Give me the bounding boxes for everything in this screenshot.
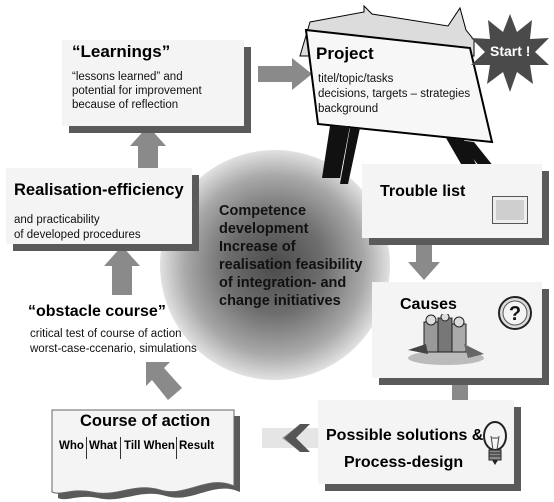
svg-text:?: ? <box>509 303 521 325</box>
project-line-3: background <box>318 103 379 115</box>
center-line-4: realisation feasibility <box>219 257 363 273</box>
course-col-who: Who <box>59 440 84 452</box>
trouble-list-title: Trouble list <box>380 183 466 200</box>
cycle-arrow-icon <box>284 424 310 452</box>
course-title: Course of action <box>80 412 211 430</box>
obstacle-line-2: worst-case-ccenario, simulations <box>30 343 197 355</box>
realisation-line-2: of developed procedures <box>14 229 141 241</box>
learnings-line-3: because of reflection <box>72 99 179 111</box>
realisation-line-1: and practicability <box>14 214 100 226</box>
solutions-box <box>318 400 514 484</box>
causes-title: Causes <box>400 296 457 313</box>
learnings-box <box>62 40 244 126</box>
question-mark-icon: ? <box>498 296 532 330</box>
learnings-line-2: potential for improvement <box>72 85 202 97</box>
learnings-line-1: “lessons learned” and <box>72 71 183 83</box>
starburst-icon <box>471 14 549 92</box>
solutions-line-1: Possible solutions & <box>326 427 484 444</box>
lightbulb-icon <box>483 421 507 465</box>
project-line-2: decisions, targets – strategies <box>318 88 471 100</box>
cycle-arrow-icon <box>258 58 312 90</box>
realisation-box <box>6 168 192 244</box>
obstacle-title: “obstacle course” <box>28 303 166 320</box>
learnings-title: “Learnings” <box>72 42 171 61</box>
course-col-what: What <box>89 440 118 452</box>
cycle-arrow-icon <box>146 362 182 400</box>
center-line-5: of integration- and <box>219 275 347 291</box>
realisation-title: Realisation-efficiency <box>14 181 184 199</box>
people-cluster-icon <box>408 314 484 365</box>
center-line-2: development <box>219 221 309 237</box>
project-line-1: titel/topic/tasks <box>318 73 394 85</box>
project-title: Project <box>316 44 374 63</box>
course-col-divider <box>120 437 121 459</box>
list-box-icon <box>492 196 528 224</box>
obstacle-line-1: critical test of course of action <box>30 328 182 340</box>
center-line-6: change initiatives <box>219 293 341 309</box>
solutions-line-2: Process-design <box>344 454 464 471</box>
center-line-1: Competence <box>219 203 307 219</box>
center-shadow <box>160 150 390 380</box>
cycle-arrow-icon <box>104 246 140 295</box>
cycle-arrow-icon <box>408 242 440 280</box>
course-col-till-when: Till When <box>124 440 175 452</box>
course-col-result: Result <box>179 440 215 452</box>
cycle-arrow-icon <box>130 126 166 170</box>
start-label: Start ! <box>490 43 531 59</box>
course-col-divider <box>86 437 87 459</box>
course-col-divider <box>176 437 177 459</box>
center-line-3: Increase of <box>219 239 296 255</box>
